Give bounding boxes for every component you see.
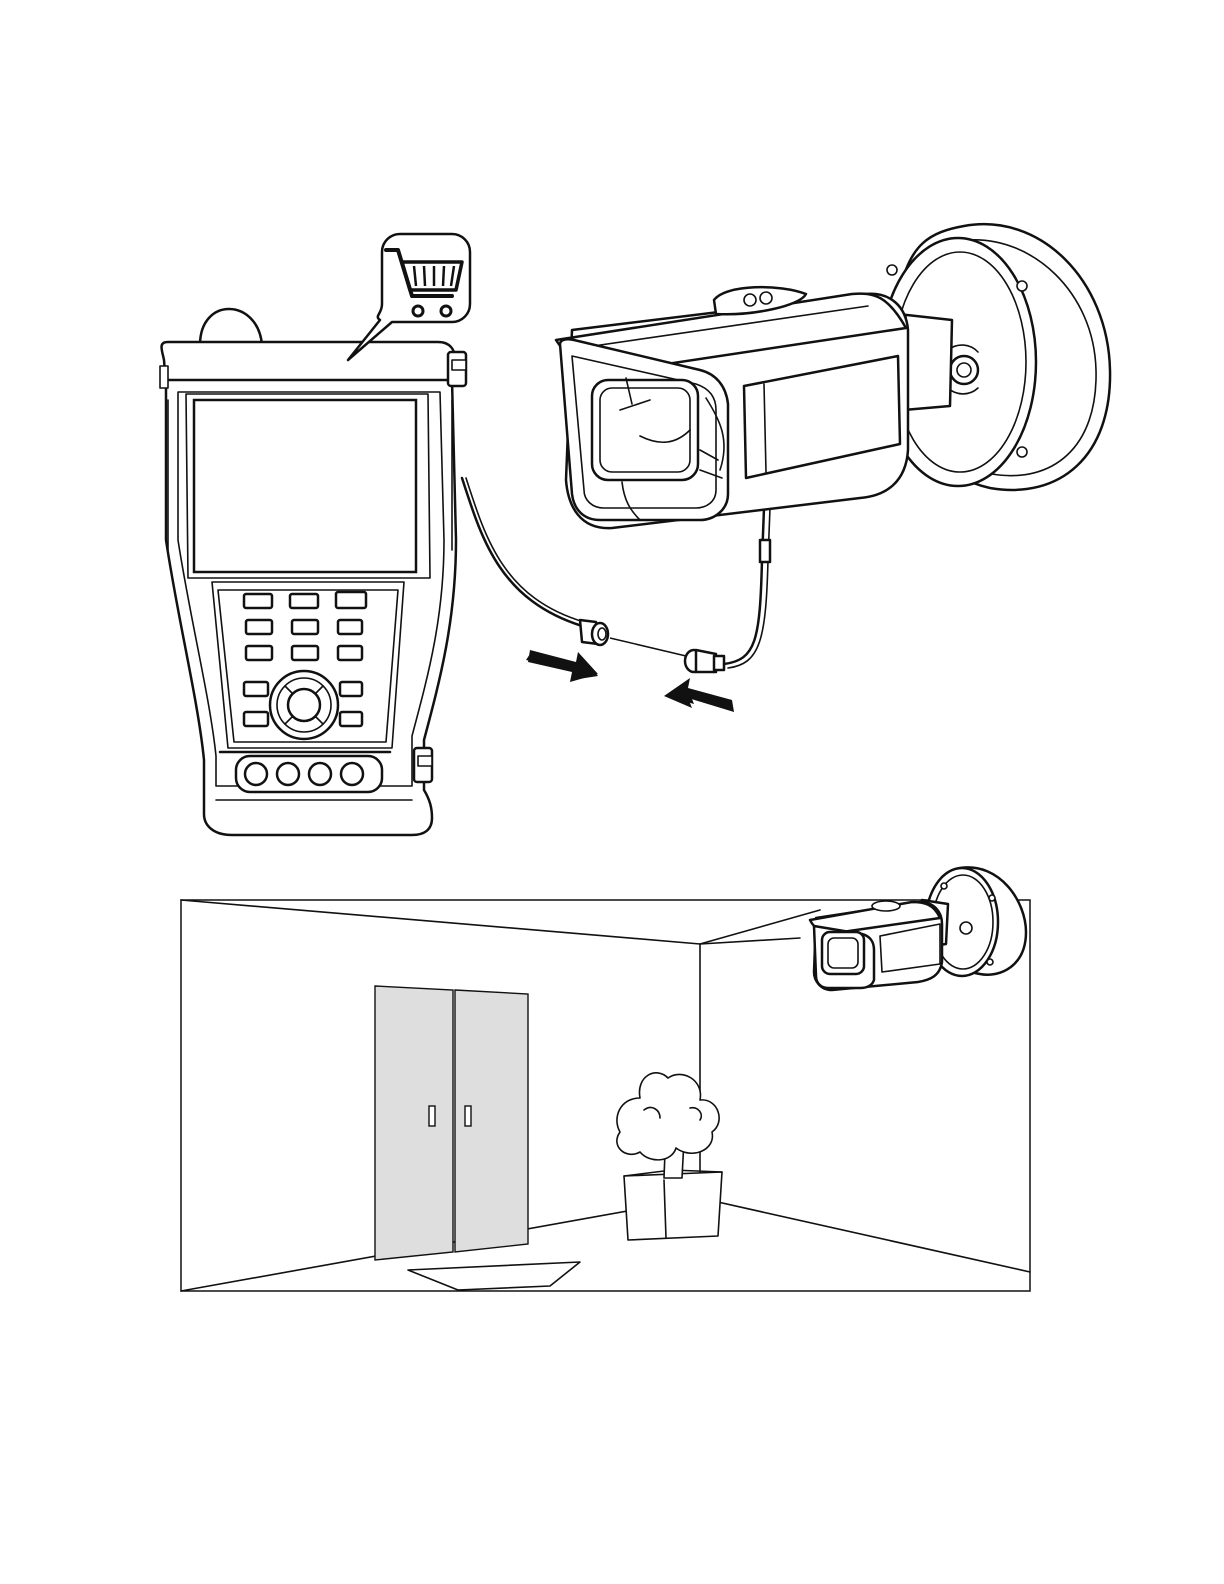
tester-keypad <box>212 582 404 748</box>
keypad-key <box>244 682 268 696</box>
door-handle <box>429 1106 435 1126</box>
keypad-key <box>244 712 268 726</box>
keypad-key <box>340 712 362 726</box>
arrow-right-icon <box>526 650 598 682</box>
port-circle <box>341 763 363 785</box>
bullet-camera-large <box>556 224 1110 528</box>
keypad-key <box>292 646 318 660</box>
keypad-key <box>340 682 362 696</box>
wall-mounted-camera <box>810 867 1026 990</box>
keypad-key <box>338 646 362 660</box>
door-handle <box>465 1106 471 1126</box>
function-button <box>290 594 318 608</box>
tester-screen <box>186 394 430 578</box>
port-circle <box>245 763 267 785</box>
arrow-left-icon <box>664 678 734 712</box>
function-button <box>244 594 272 608</box>
dpad-icon <box>270 671 338 739</box>
port-circle <box>277 763 299 785</box>
keypad-key <box>246 646 272 660</box>
port-circle <box>309 763 331 785</box>
bottom-figure <box>181 867 1030 1291</box>
top-figure <box>160 224 1110 835</box>
tester-connector <box>580 620 608 645</box>
function-button <box>336 592 366 608</box>
double-door <box>375 986 528 1260</box>
keypad-key <box>246 620 272 634</box>
camera-connector <box>685 650 724 672</box>
keypad-key <box>338 620 362 634</box>
keypad-key <box>292 620 318 634</box>
tester-device <box>160 309 466 835</box>
